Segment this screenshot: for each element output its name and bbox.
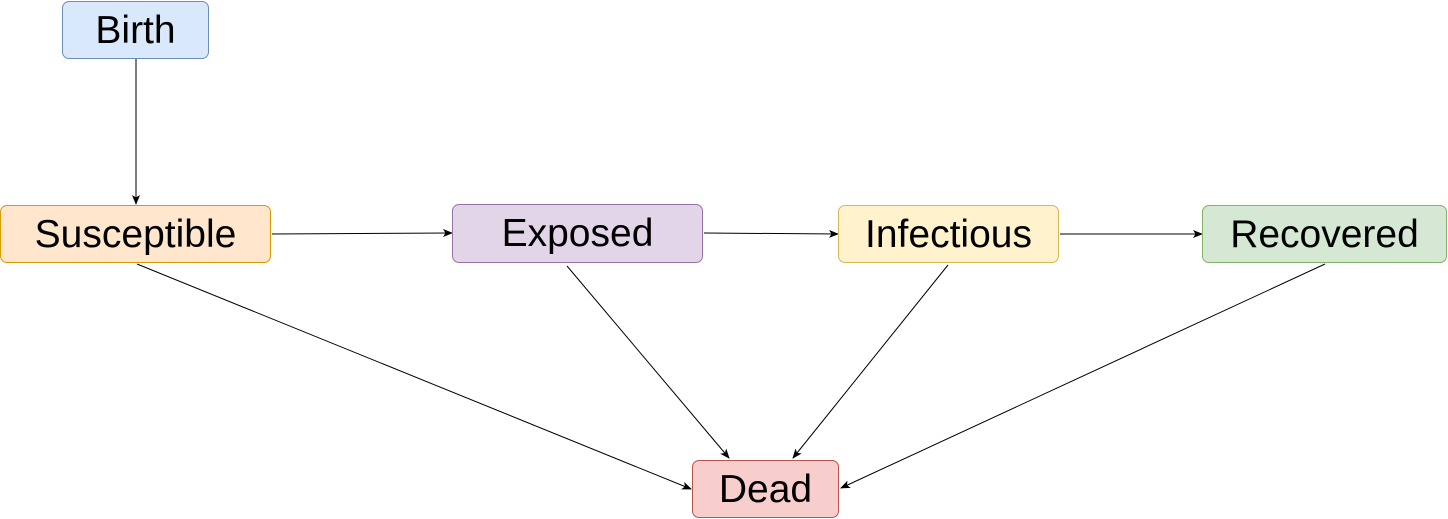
- dead-label: Dead: [718, 467, 813, 511]
- infectious-label: Infectious: [865, 212, 1032, 256]
- birth-label: Birth: [95, 8, 176, 52]
- recovered-node[interactable]: Recovered: [1202, 205, 1447, 263]
- dead-node[interactable]: Dead: [692, 460, 839, 518]
- arrow-susceptible-to-dead: [136, 263, 692, 490]
- infectious-node[interactable]: Infectious: [838, 205, 1059, 263]
- birth-node[interactable]: Birth: [62, 1, 209, 59]
- exposed-node[interactable]: Exposed: [452, 204, 703, 263]
- arrow-exposed-to-infectious: [703, 229, 839, 238]
- arrow-recovered-to-dead: [840, 263, 1326, 489]
- arrow-exposed-to-dead: [566, 265, 730, 459]
- arrow-susceptible-to-exposed: [271, 229, 453, 238]
- recovered-label: Recovered: [1230, 212, 1419, 256]
- arrow-infectious-to-dead: [792, 264, 949, 459]
- susceptible-node[interactable]: Susceptible: [0, 205, 271, 263]
- susceptible-label: Susceptible: [34, 212, 237, 256]
- exposed-label: Exposed: [501, 212, 654, 255]
